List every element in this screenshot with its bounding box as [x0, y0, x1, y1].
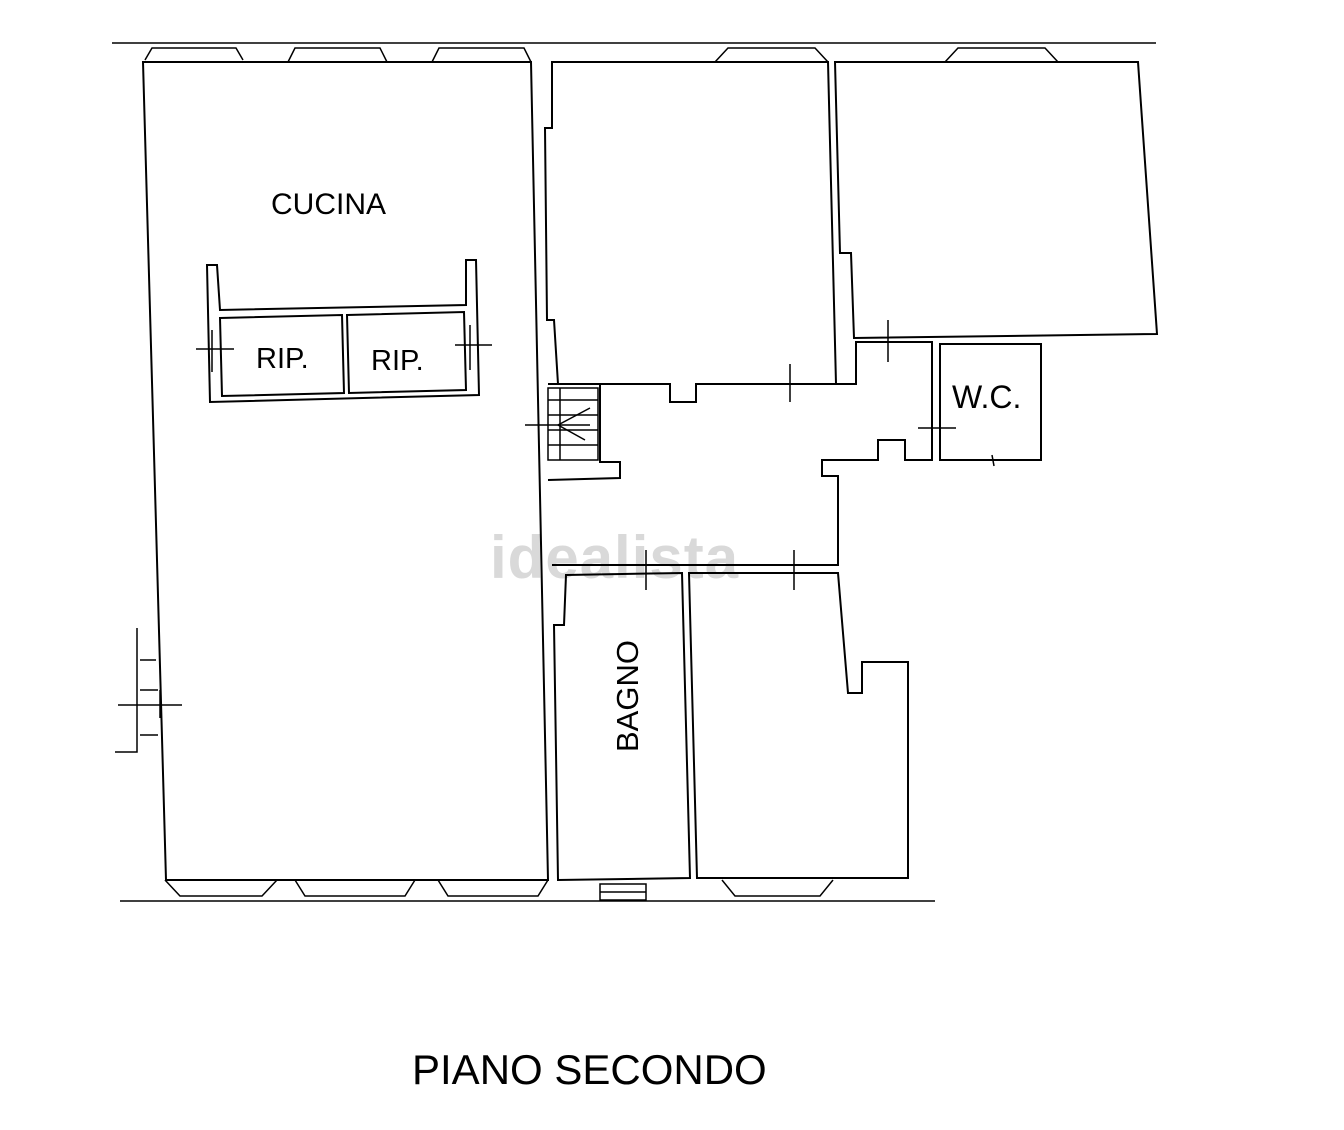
kitchen-label: CUCINA — [271, 188, 386, 221]
left-door — [115, 628, 182, 753]
kitchen-walls — [141, 61, 550, 881]
bathroom-walls — [552, 571, 692, 882]
right-room-walls — [833, 61, 1159, 340]
wc-walls — [939, 343, 1042, 461]
middle-room-walls — [543, 61, 838, 403]
wc-label: W.C. — [952, 379, 1021, 415]
storage-label-2: RIP. — [371, 345, 424, 377]
storage-block — [196, 259, 492, 404]
floor-title: PIANO SECONDO — [412, 1046, 767, 1093]
watermark: idealista — [490, 524, 739, 591]
corridor-walls — [547, 341, 933, 566]
bottom-windows — [164, 879, 834, 901]
bathroom-label: BAGNO — [610, 640, 645, 752]
stair — [525, 387, 599, 461]
storage-label-1: RIP. — [256, 343, 309, 375]
lower-room-walls — [687, 572, 909, 879]
top-windows — [144, 47, 1059, 63]
